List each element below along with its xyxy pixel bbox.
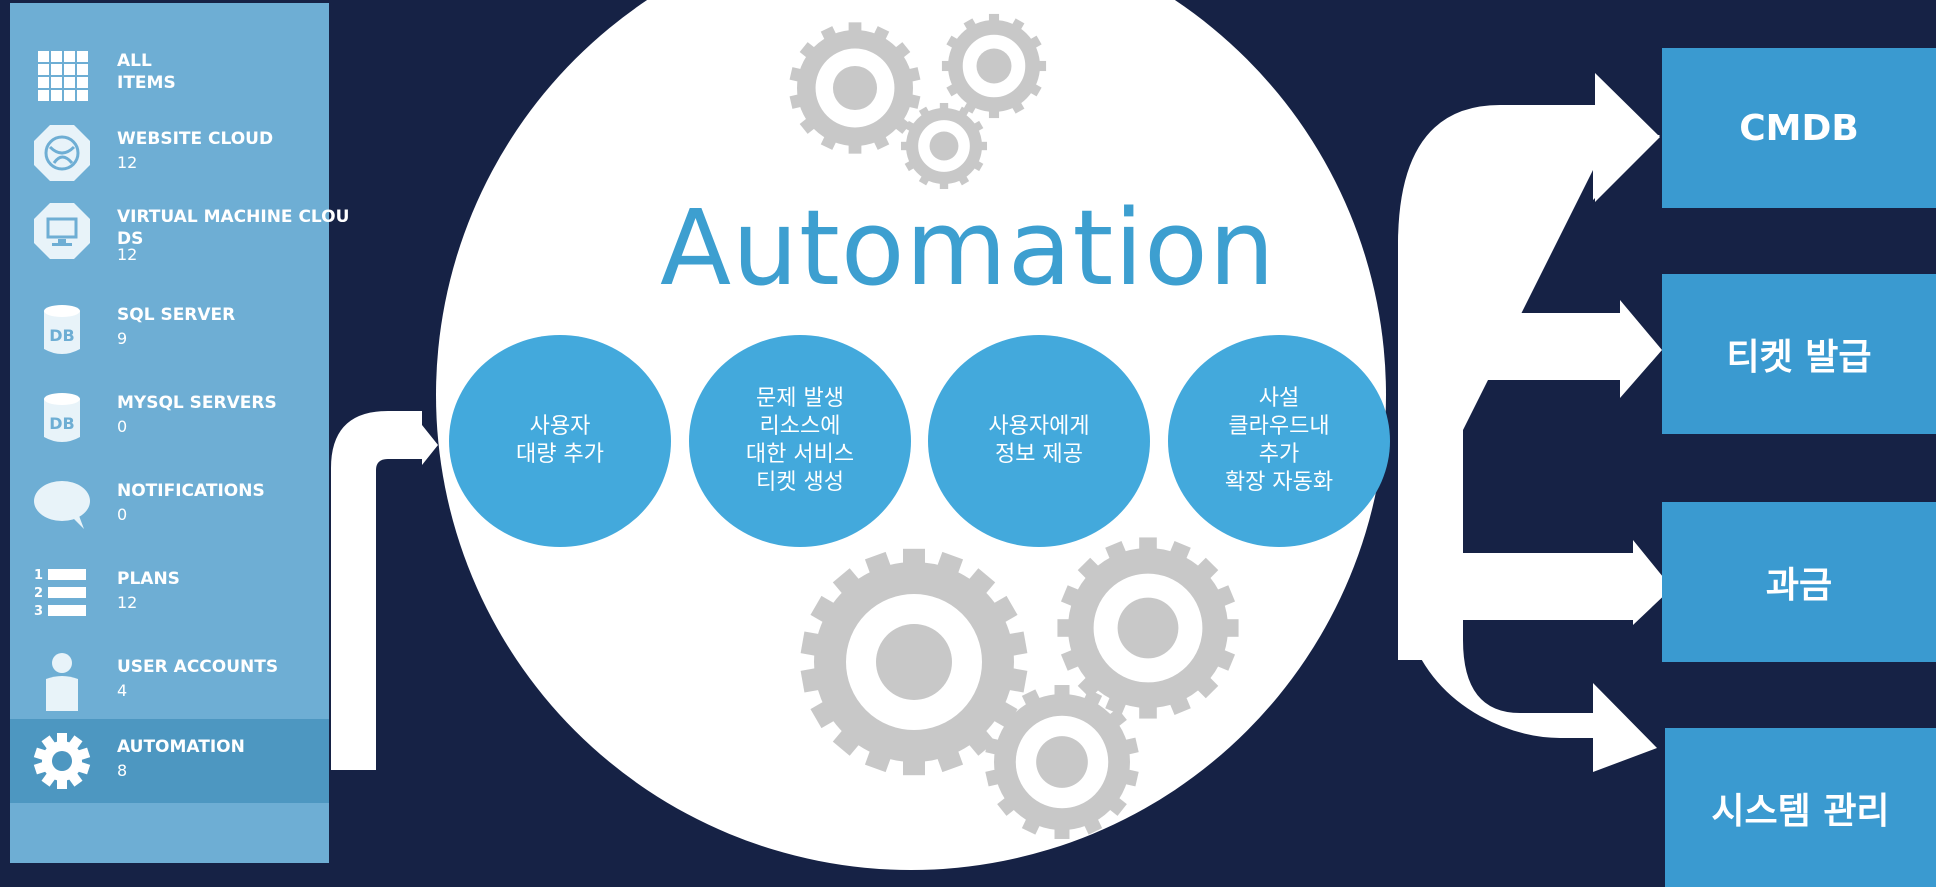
website-cloud-icon: [32, 123, 92, 183]
decorative-gear-icon: [789, 22, 921, 154]
sidebar-item-label: VIRTUAL MACHINE CLOU DS: [117, 207, 350, 249]
sidebar-item-label: MYSQL SERVERS: [117, 393, 277, 413]
sidebar-item-label: ALL ITEMS: [117, 51, 176, 93]
gear-decorations: [789, 13, 1239, 839]
outbound-arrows: [1398, 73, 1672, 772]
sidebar-item-count: 4: [117, 681, 128, 700]
sidebar-item-count: 12: [117, 153, 138, 172]
sidebar-item-user-accounts[interactable]: USER ACCOUNTS 4: [10, 639, 329, 723]
database-icon: DB: [32, 387, 92, 447]
sidebar-item-label: USER ACCOUNTS: [117, 657, 279, 677]
inbound-arrow: [331, 411, 438, 770]
output-system-management: 시스템 관리: [1665, 728, 1936, 887]
sidebar-item-label: AUTOMATION: [117, 737, 245, 757]
sidebar-item-count: 0: [117, 505, 128, 524]
output-billing: 과금: [1662, 502, 1936, 662]
step-scale-automation: 사설 클라우드내 추가 확장 자동화: [1168, 335, 1390, 547]
svg-text:1: 1: [34, 568, 43, 583]
user-icon: [32, 651, 92, 711]
decorative-gear-icon: [1057, 537, 1239, 719]
sidebar-item-label: SQL SERVER: [117, 305, 236, 325]
sidebar-item-notifications[interactable]: NOTIFICATIONS 0: [10, 463, 329, 547]
sidebar-item-count: 12: [117, 245, 138, 264]
sidebar-item-sql-server[interactable]: DB SQL SERVER 9: [10, 287, 329, 371]
grid-icon: [32, 45, 92, 105]
decorative-gear-icon: [941, 13, 1047, 119]
sidebar-item-count: 8: [117, 761, 128, 780]
svg-text:DB: DB: [49, 326, 74, 345]
sidebar-item-label: NOTIFICATIONS: [117, 481, 265, 501]
sidebar-item-website-cloud[interactable]: WEBSITE CLOUD 12: [10, 111, 329, 195]
sidebar-item-count: 9: [117, 329, 128, 348]
sidebar-item-count: 12: [117, 593, 138, 612]
step-bulk-add-users: 사용자 대량 추가: [449, 335, 671, 547]
sidebar-item-mysql-servers[interactable]: DB MYSQL SERVERS 0: [10, 375, 329, 459]
sidebar-item-label: WEBSITE CLOUD: [117, 129, 274, 149]
decorative-gear-icon: [985, 685, 1139, 839]
sidebar-item-all-items[interactable]: ALL ITEMS: [10, 33, 329, 117]
output-cmdb: CMDB: [1662, 48, 1936, 208]
virtual-machine-icon: [32, 201, 92, 261]
numbered-list-icon: 1 2 3: [32, 563, 92, 623]
output-ticket-issue: 티켓 발급: [1662, 274, 1936, 434]
sidebar-item-automation[interactable]: AUTOMATION 8: [10, 719, 329, 803]
svg-text:3: 3: [34, 604, 43, 619]
sidebar-item-label: PLANS: [117, 569, 180, 589]
diagram-title: Automation: [660, 187, 1276, 309]
decorative-gear-icon: [800, 548, 1028, 776]
sidebar-item-count: 0: [117, 417, 128, 436]
svg-text:2: 2: [34, 586, 43, 601]
speech-bubble-icon: [32, 475, 92, 535]
step-service-ticket: 문제 발생 리소스에 대한 서비스 티켓 생성: [689, 335, 911, 547]
database-icon: DB: [32, 299, 92, 359]
gear-icon: [32, 731, 92, 791]
step-user-info: 사용자에게 정보 제공: [928, 335, 1150, 547]
svg-text:DB: DB: [49, 414, 74, 433]
decorative-gear-icon: [900, 102, 988, 190]
